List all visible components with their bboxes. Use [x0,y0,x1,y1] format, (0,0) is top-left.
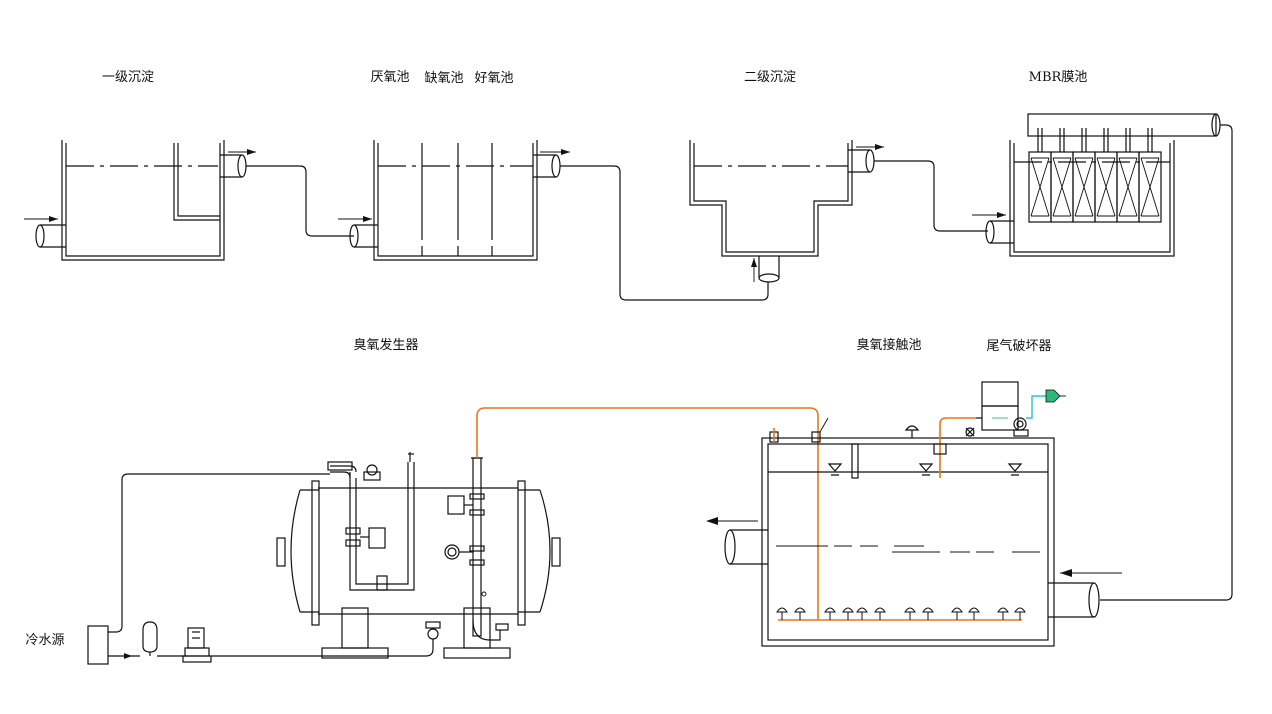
label-anoxic: 缺氧池 [424,71,463,86]
ozone-contact-tank [706,417,1122,647]
diffuser-head [874,607,886,620]
label-primary-settling: 一级沉淀 [102,70,154,85]
pipe-secondary-to-mbr [874,160,988,232]
label-ozone-contact: 臭氧接触池 [856,337,921,353]
diffuser-head [842,607,854,620]
pipe-aao-to-secondary [560,165,769,301]
diffuser-head [856,607,868,620]
cooling-water-circuit [87,473,434,665]
diffuser-head [997,607,1009,620]
label-anaerobic: 厌氧池 [370,70,409,85]
label-secondary-settling: 二级沉淀 [744,70,796,85]
diffuser-head [794,607,806,620]
diffuser-head [951,607,963,620]
diffuser-head [1014,607,1026,620]
primary-settling-tank [24,140,256,261]
diffuser-head [824,607,836,620]
mbr-tank [972,113,1221,257]
off-gas-destructor [976,381,1066,437]
label-ozone-generator: 臭氧发生器 [353,337,418,353]
label-off-gas-destructor: 尾气破坏器 [986,338,1051,354]
secondary-settling-tank [689,140,884,283]
aao-tank [338,140,570,261]
ozone-generator [276,452,561,659]
label-aerobic: 好氧池 [474,71,513,86]
diffuser-head [904,607,916,620]
membrane-modules [1028,128,1162,223]
label-cooling-water: 冷水源 [25,633,64,648]
diffuser-head [776,607,788,620]
label-mbr: MBR膜池 [1029,70,1088,85]
ozone-supply-line [476,407,819,620]
diffuser-head [968,607,980,620]
pipe-primary-to-aao [246,165,354,237]
diffuser-head [922,607,934,620]
pipe-mbr-to-ozone-contact [1100,124,1233,601]
ozone-diffusers [776,607,1026,621]
